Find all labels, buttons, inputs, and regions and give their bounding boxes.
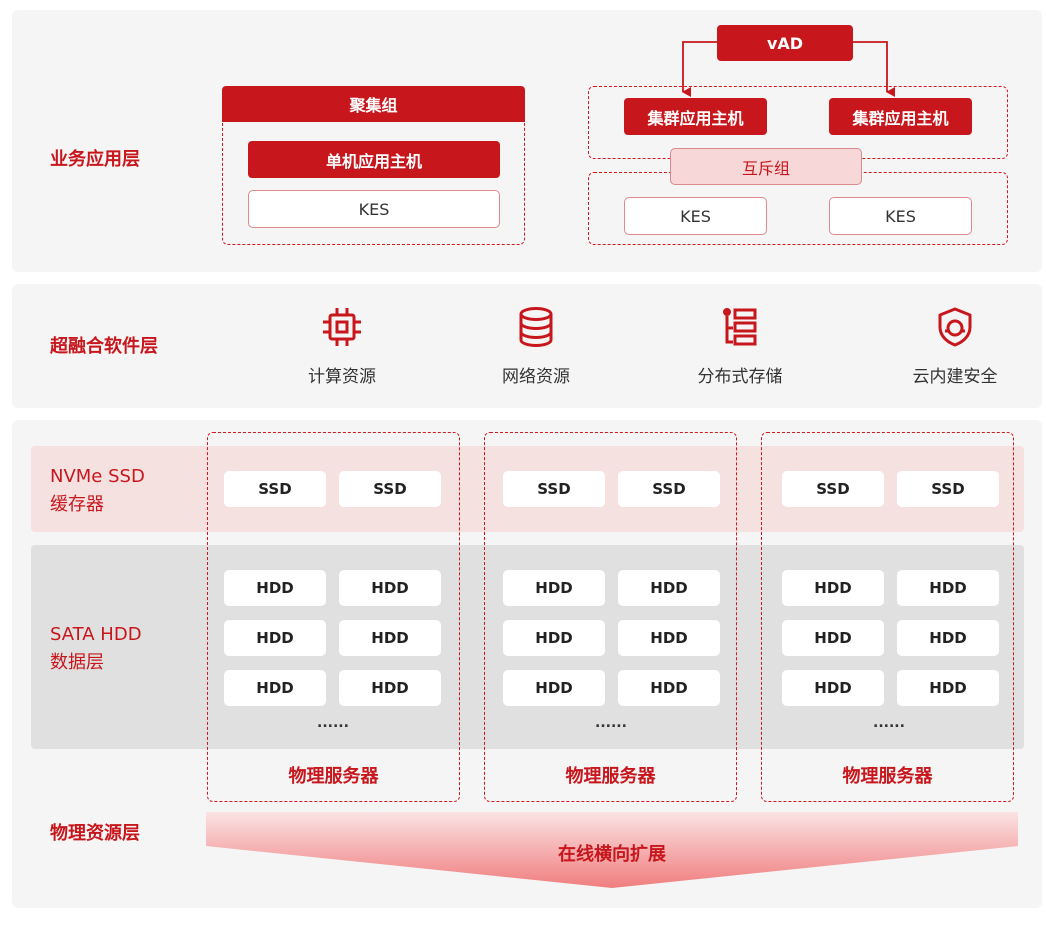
software-layer-label: 超融合软件层 (50, 336, 158, 357)
distributed-storage-item: 分布式存储 (670, 306, 810, 387)
cloud-security-label: 云内建安全 (912, 367, 998, 387)
database-icon (519, 307, 553, 348)
cluster-host-1: 集群应用主机 (624, 98, 767, 135)
ssd-disk: SSD (897, 471, 999, 507)
hdd-disk: HDD (897, 620, 999, 656)
server-box-2 (484, 432, 737, 802)
scale-out-arrow (206, 812, 1018, 888)
distributed-storage-label: 分布式存储 (697, 367, 783, 387)
network-resource-item: 网络资源 (466, 306, 606, 387)
hdd-disk: HDD (339, 570, 441, 606)
hdd-disk: HDD (618, 620, 720, 656)
hdd-disk: HDD (782, 570, 884, 606)
arrow-left (682, 41, 717, 97)
vad-box: vAD (717, 25, 853, 61)
software-layer-panel (12, 284, 1042, 408)
ssd-disk: SSD (782, 471, 884, 507)
ssd-disk: SSD (339, 471, 441, 507)
network-resource-label: 网络资源 (502, 367, 570, 387)
shield-cloud-icon (938, 307, 972, 347)
arrow-right (853, 41, 895, 97)
hdd-disk: HDD (224, 620, 326, 656)
hdd-disk: HDD (339, 620, 441, 656)
hdd-disk: HDD (782, 670, 884, 706)
kes-box-1: KES (624, 197, 767, 235)
kes-box-2: KES (829, 197, 972, 235)
hdd-disk: HDD (897, 570, 999, 606)
cluster-host-2: 集群应用主机 (829, 98, 972, 135)
scale-out-label: 在线横向扩展 (558, 844, 666, 865)
hdd-disk: HDD (897, 670, 999, 706)
hdd-disk: HDD (503, 570, 605, 606)
ssd-disk: SSD (618, 471, 720, 507)
ssd-disk: SSD (224, 471, 326, 507)
ssd-disk: SSD (503, 471, 605, 507)
server-box-1 (207, 432, 460, 802)
kes-box: KES (248, 190, 500, 228)
distributed-storage-icon (723, 308, 757, 346)
mutex-group-label: 互斥组 (670, 148, 862, 185)
hdd-disk: HDD (618, 670, 720, 706)
physical-layer-label: 物理资源层 (50, 823, 140, 844)
more-disks-ellipsis: ...... (873, 715, 905, 731)
cluster-group-title: 聚集组 (222, 86, 525, 122)
vad-arrows (682, 41, 895, 97)
more-disks-ellipsis: ...... (317, 715, 349, 731)
chip-icon (323, 308, 361, 346)
hdd-disk: HDD (224, 670, 326, 706)
standalone-host-box: 单机应用主机 (248, 141, 500, 178)
server-label-2: 物理服务器 (565, 766, 656, 787)
hdd-data-label: SATA HDD 数据层 (50, 624, 142, 673)
hdd-disk: HDD (224, 570, 326, 606)
app-layer-label: 业务应用层 (50, 149, 140, 170)
server-label-3: 物理服务器 (842, 766, 933, 787)
hdd-disk: HDD (618, 570, 720, 606)
cloud-security-item: 云内建安全 (885, 306, 1025, 387)
compute-resource-label: 计算资源 (308, 367, 376, 387)
hdd-disk: HDD (503, 670, 605, 706)
hdd-disk: HDD (782, 620, 884, 656)
ssd-cache-label: NVMe SSD 缓存器 (50, 466, 145, 515)
hdd-disk: HDD (339, 670, 441, 706)
more-disks-ellipsis: ...... (595, 715, 627, 731)
hdd-disk: HDD (503, 620, 605, 656)
server-label-1: 物理服务器 (288, 766, 379, 787)
server-box-3 (761, 432, 1014, 802)
compute-resource-item: 计算资源 (272, 306, 412, 387)
